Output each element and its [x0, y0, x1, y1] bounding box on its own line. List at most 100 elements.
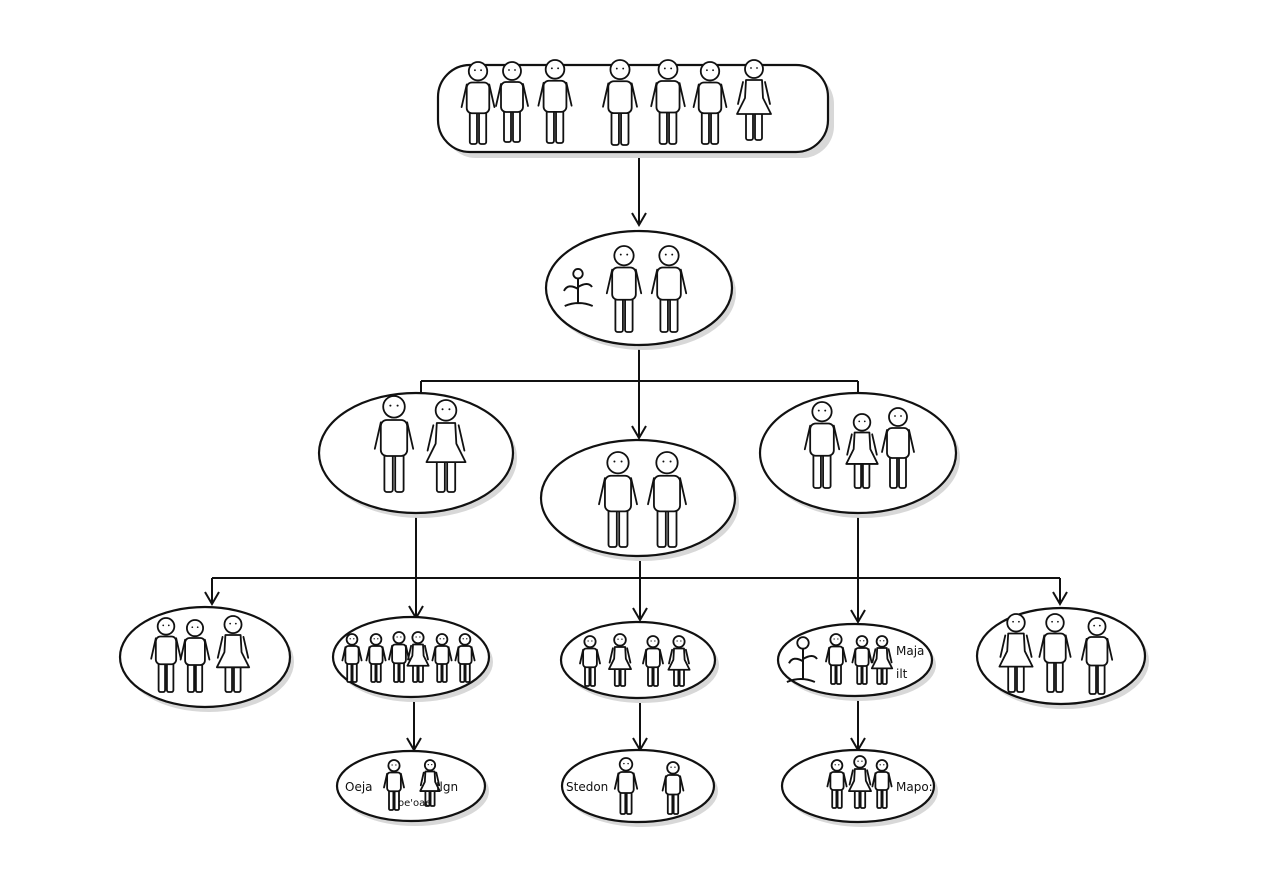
eye: [622, 67, 625, 70]
eye: [349, 638, 351, 640]
eye: [863, 420, 866, 423]
eye: [391, 764, 393, 766]
arm: [871, 648, 877, 664]
arm: [435, 771, 441, 787]
eye: [613, 460, 616, 463]
eye: [462, 638, 464, 640]
leg: [1088, 660, 1097, 695]
eye: [415, 636, 417, 638]
person-woman-icon: [848, 755, 872, 809]
eye: [900, 415, 902, 417]
person-icon: [373, 395, 415, 493]
torso: [457, 645, 473, 665]
head: [888, 407, 908, 427]
eye: [620, 460, 623, 463]
eye: [676, 640, 678, 642]
dress: [870, 647, 894, 670]
arm: [871, 433, 878, 456]
eye: [674, 766, 676, 768]
eye: [669, 460, 672, 463]
person-icon: [454, 633, 476, 683]
person-icon: [851, 635, 873, 685]
person-icon: [1080, 617, 1114, 695]
person-icon: [341, 633, 363, 683]
eye: [662, 460, 665, 463]
head: [672, 635, 686, 649]
arm: [598, 477, 606, 506]
eye: [396, 404, 399, 407]
arm: [737, 81, 744, 105]
head: [583, 635, 597, 649]
person-icon: [365, 633, 387, 683]
node-label-ilt: ilt: [896, 667, 908, 681]
arm: [626, 647, 632, 664]
eye: [395, 764, 397, 766]
head: [613, 245, 635, 267]
torso: [645, 647, 661, 669]
eye: [619, 253, 622, 256]
head: [369, 633, 383, 646]
head: [467, 61, 489, 82]
arm: [866, 769, 872, 786]
eye: [817, 409, 820, 412]
dress: [419, 770, 441, 792]
eye: [373, 638, 375, 640]
torso: [154, 635, 178, 666]
eye: [621, 638, 623, 640]
leg: [610, 107, 620, 146]
eye: [663, 67, 666, 70]
torso: [344, 645, 360, 665]
eye: [859, 640, 861, 642]
arrowhead-icon: [204, 591, 220, 606]
eye: [419, 636, 421, 638]
arrowhead-icon: [631, 212, 647, 227]
torso: [653, 474, 681, 513]
leg: [822, 450, 832, 489]
person-icon: [150, 617, 182, 693]
eye: [162, 624, 165, 627]
head: [423, 759, 437, 772]
head: [411, 631, 425, 645]
person-woman-icon: [419, 759, 441, 807]
node-top-group: [436, 63, 830, 154]
node-level4-1: [335, 749, 487, 823]
person-woman-icon: [608, 633, 632, 687]
torso: [611, 266, 637, 301]
plant-head: [796, 636, 810, 650]
person-icon: [605, 245, 643, 333]
eye: [557, 67, 560, 70]
eye: [439, 638, 441, 640]
person-icon: [881, 407, 915, 489]
head: [382, 395, 406, 419]
head: [852, 413, 872, 432]
eye: [627, 762, 629, 765]
head: [1006, 613, 1026, 633]
arm: [242, 636, 250, 659]
leg: [624, 294, 634, 333]
arm: [407, 644, 413, 661]
head: [223, 615, 243, 635]
leg: [512, 107, 521, 143]
arm: [457, 424, 466, 452]
dress: [608, 646, 632, 670]
plant-head: [572, 268, 584, 280]
torso: [1043, 632, 1067, 664]
dress: [406, 643, 430, 667]
person-icon: [825, 633, 847, 685]
torso: [582, 647, 598, 669]
leg: [812, 450, 822, 489]
arm: [419, 771, 425, 787]
person-icon: [803, 401, 841, 489]
arm: [668, 648, 674, 665]
eye: [1098, 624, 1101, 627]
labels: Maja ilt Oeja Ilgn oe'oae Stedon Mapo:: [345, 644, 933, 809]
person-woman-icon: [215, 615, 251, 693]
eye: [431, 763, 433, 766]
leg: [186, 660, 196, 693]
torso: [656, 266, 682, 301]
eye: [858, 420, 861, 423]
dress: [215, 634, 251, 669]
person-icon: [431, 633, 453, 683]
person-woman-icon: [870, 635, 894, 685]
